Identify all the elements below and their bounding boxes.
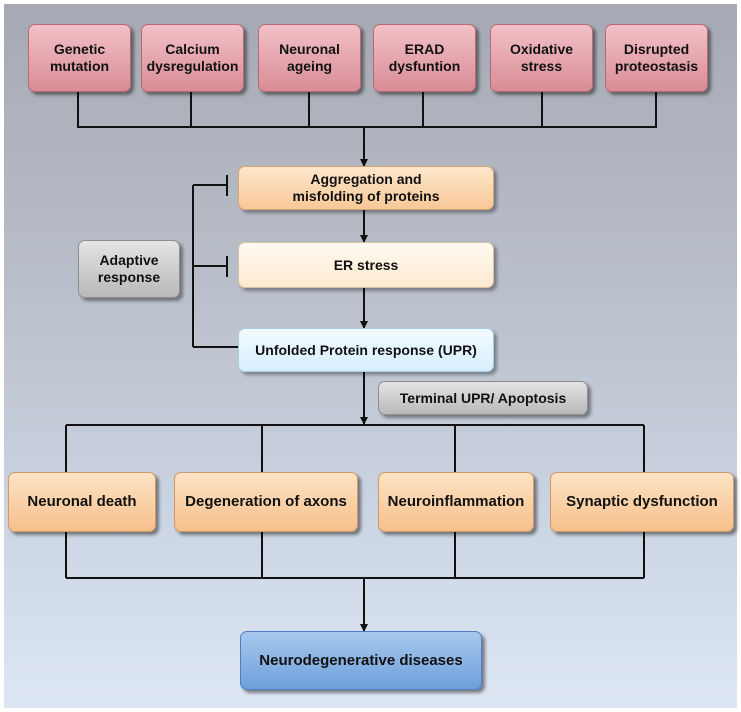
upr-box: Unfolded Protein response (UPR) (238, 328, 494, 372)
cause-disrupted-proteostasis: Disrupted proteostasis (605, 24, 708, 92)
cause-oxidative-stress: Oxidative stress (490, 24, 593, 92)
adaptive-response-box: Adaptive response (78, 240, 180, 298)
cause-genetic-mutation: Genetic mutation (28, 24, 131, 92)
outcome-neuroinflammation: Neuroinflammation (378, 472, 534, 532)
aggregation-box: Aggregation and misfolding of proteins (238, 166, 494, 210)
terminal-upr-box: Terminal UPR/ Apoptosis (378, 381, 588, 415)
outcome-neuronal-death: Neuronal death (8, 472, 156, 532)
er-stress-box: ER stress (238, 242, 494, 288)
cause-neuronal-ageing: Neuronal ageing (258, 24, 361, 92)
cause-calcium-dysregulation: Calcium dysregulation (141, 24, 244, 92)
cause-erad-dysfunction: ERAD dysfuntion (373, 24, 476, 92)
neurodegenerative-diseases-box: Neurodegenerative diseases (240, 631, 482, 690)
outcome-axon-degeneration: Degeneration of axons (174, 472, 358, 532)
outcome-synaptic-dysfunction: Synaptic dysfunction (550, 472, 734, 532)
